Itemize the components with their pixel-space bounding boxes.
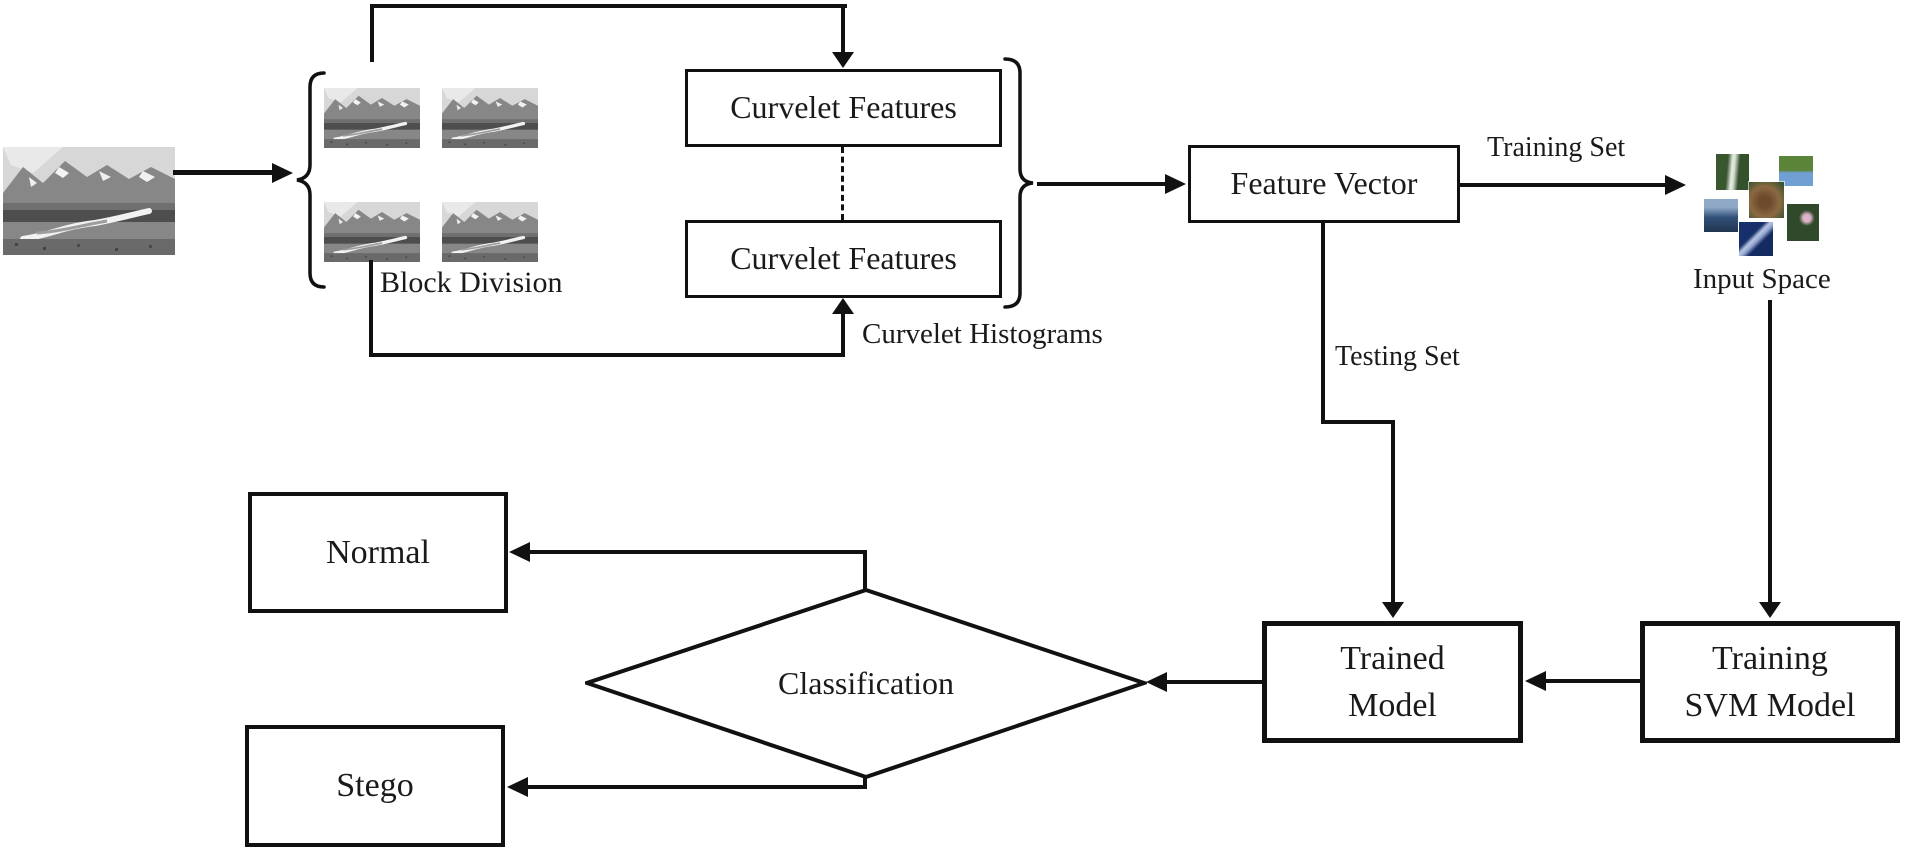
line-testing-jog <box>1321 420 1395 424</box>
line-to-stego <box>526 785 867 789</box>
input-space-thumbnail-waterfall <box>1716 154 1749 190</box>
line-brace-to-feature-vector <box>1037 182 1167 186</box>
arrowhead-image-to-blocks <box>272 163 293 183</box>
curvelet-features-bottom-label: Curvelet Features <box>730 240 957 277</box>
left-brace <box>296 71 326 289</box>
feature-vector-label: Feature Vector <box>1230 165 1418 202</box>
line-trained-to-diamond <box>1166 680 1262 684</box>
line-image-to-blocks <box>173 170 275 175</box>
trained-model-box: Trained Model <box>1262 621 1523 743</box>
line-top-feedback-stub <box>370 4 374 62</box>
arrowhead-into-diamond <box>1146 672 1167 692</box>
curvelet-features-top-box: Curvelet Features <box>685 69 1002 147</box>
input-space-thumbnail-green-river <box>1779 156 1813 186</box>
testing-set-label: Testing Set <box>1335 341 1460 372</box>
arrowhead-into-bottom-curvelet <box>832 298 854 314</box>
line-testing-vertical-1 <box>1321 223 1325 424</box>
arrowhead-into-trained-model <box>1382 602 1404 618</box>
normal-box: Normal <box>248 492 508 613</box>
arrowhead-into-feature-vector <box>1165 174 1186 194</box>
block-thumbnail-bottom-left <box>324 202 420 262</box>
cover-image <box>3 147 175 255</box>
block-division-label: Block Division <box>380 266 563 299</box>
classification-label: Classification <box>778 665 954 701</box>
normal-label: Normal <box>326 533 430 571</box>
training-svm-line2: SVM Model <box>1684 687 1856 724</box>
training-svm-model-box: Training SVM Model <box>1640 621 1900 743</box>
input-space-thumbnail-bear-rocks <box>1749 182 1784 218</box>
line-into-bottom-curvelet <box>841 311 845 355</box>
arrowhead-into-trained-right <box>1525 671 1546 691</box>
line-input-space-to-svm <box>1768 300 1772 603</box>
trained-model-line1: Trained <box>1340 640 1445 677</box>
input-space-thumbnail-flowers <box>1787 204 1819 241</box>
arrowhead-into-stego <box>507 777 528 797</box>
stego-box: Stego <box>245 725 505 847</box>
right-brace <box>1003 57 1034 309</box>
line-testing-vertical-2 <box>1391 420 1395 603</box>
input-space-thumbnail-airplane <box>1739 222 1773 256</box>
training-set-label: Training Set <box>1487 132 1626 163</box>
line-bottom-feedback-stub <box>369 260 373 357</box>
training-svm-line1: Training <box>1712 640 1828 677</box>
input-space-label: Input Space <box>1693 263 1831 295</box>
feature-vector-box: Feature Vector <box>1188 145 1460 223</box>
line-into-top-curvelet <box>841 4 845 53</box>
line-diamond-bottom-stub <box>863 775 867 789</box>
line-svm-to-trained <box>1546 679 1640 683</box>
line-diamond-top-stub <box>863 552 867 592</box>
curvelet-histograms-label: Curvelet Histograms <box>862 318 1103 350</box>
block-thumbnail-top-left <box>324 88 420 148</box>
trained-model-line2: Model <box>1348 687 1437 724</box>
arrowhead-into-input-space <box>1665 175 1686 195</box>
block-thumbnail-bottom-right <box>442 202 538 262</box>
line-top-feedback-horizontal <box>370 4 847 8</box>
line-feature-vector-to-input-space <box>1460 183 1667 187</box>
arrowhead-into-svm <box>1759 602 1781 618</box>
arrowhead-into-normal <box>509 542 530 562</box>
input-space-thumbnail-lake-mountain <box>1704 199 1738 232</box>
line-bottom-feedback-horizontal <box>369 353 845 357</box>
stego-label: Stego <box>336 767 414 805</box>
line-to-normal <box>528 550 867 554</box>
dashed-connector <box>841 147 844 220</box>
block-thumbnail-top-right <box>442 88 538 148</box>
curvelet-features-top-label: Curvelet Features <box>730 89 957 126</box>
arrowhead-into-top-curvelet <box>832 52 854 68</box>
curvelet-features-bottom-box: Curvelet Features <box>685 220 1002 298</box>
